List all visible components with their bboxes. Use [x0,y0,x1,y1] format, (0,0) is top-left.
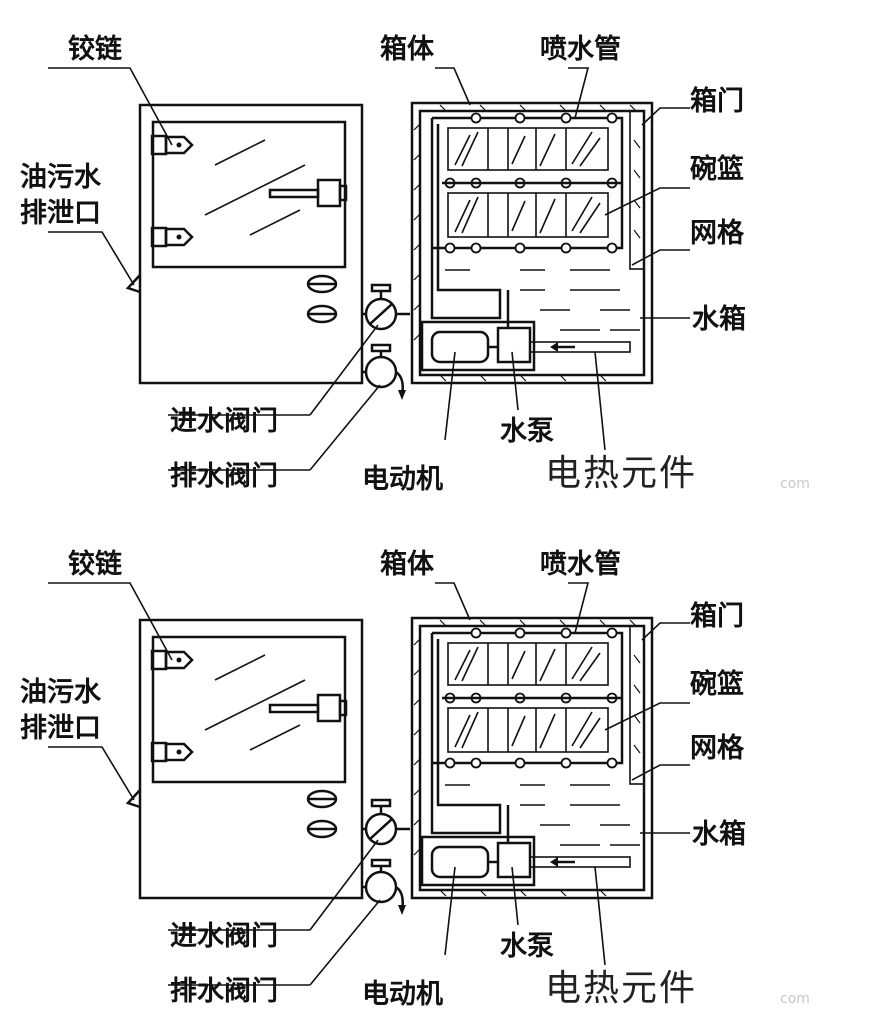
label-cabinet-door: 箱门 [690,600,744,632]
label-outlet-valve: 排水阀门 [170,976,278,1007]
hinge-icon [150,226,194,248]
front-cabinet-outline [138,618,364,900]
label-hinge: 铰链 [68,548,122,580]
cabinet-cross-section [410,101,654,385]
label-spray-pipe: 喷水管 [540,549,621,580]
leader-lines [48,582,690,986]
label-inlet-valve: 进水阀门 [170,921,278,952]
glass-reflection [249,724,301,751]
label-cabinet-door: 箱门 [690,85,744,117]
cabinet-cross-section [410,616,654,900]
label-cabinet-body: 箱体 [380,548,435,580]
control-knob-icon [306,789,338,809]
label-drain-outlet-line1: 油污水 [20,162,102,193]
label-bowl-basket: 碗篮 [690,668,744,700]
outlet-valve-icon [362,343,406,400]
hinge-icon [150,741,194,763]
glass-reflection [204,164,306,216]
drain-outlet-icon [125,274,141,294]
glass-reflection [249,209,301,236]
inlet-valve-icon [362,283,410,331]
hinge-icon [150,649,194,671]
control-knob-icon [306,274,338,294]
label-water-tank: 水箱 [692,818,746,850]
leader-lines [48,67,690,471]
drain-outlet-icon [125,789,141,809]
glass-reflection [204,679,306,731]
watermark: com [780,476,810,492]
dishwasher-diagram: 铰链 油污水 排泄口 箱体 喷水管 箱门 碗篮 网格 水箱 进水阀门 排水阀门 … [20,33,810,495]
label-spray-pipe: 喷水管 [540,34,621,65]
door-handle-icon [268,178,348,208]
glass-reflection [214,139,266,166]
door-handle-icon [268,693,348,723]
outlet-valve-icon [362,858,406,915]
label-water-pump: 水泵 [500,931,554,962]
label-drain-outlet-line2: 排泄口 [20,198,101,229]
label-hinge: 铰链 [68,33,122,65]
glass-reflection [214,654,266,681]
label-motor: 电动机 [362,979,443,1010]
label-cabinet-body: 箱体 [380,33,435,65]
watermark: com [780,991,810,1007]
label-grid: 网格 [690,218,745,249]
control-knob-icon [306,304,338,324]
control-knob-icon [306,819,338,839]
hinge-icon [150,134,194,156]
dishwasher-diagram: 铰链 油污水 排泄口 箱体 喷水管 箱门 碗篮 网格 水箱 进水阀门 排水阀门 … [20,548,810,1010]
diagram-panel-top: 铰链 油污水 排泄口 箱体 喷水管 箱门 碗篮 网格 水箱 进水阀门 排水阀门 … [0,0,874,500]
label-grid: 网格 [690,733,745,764]
label-motor: 电动机 [362,464,443,495]
label-water-tank: 水箱 [692,303,746,335]
label-heating-element: 电热元件 [545,968,697,1009]
label-drain-outlet-line2: 排泄口 [20,713,101,744]
label-water-pump: 水泵 [500,416,554,447]
inlet-valve-icon [362,798,410,846]
label-bowl-basket: 碗篮 [690,153,744,185]
label-drain-outlet-line1: 油污水 [20,677,102,708]
front-cabinet-outline [138,103,364,385]
label-outlet-valve: 排水阀门 [170,461,278,492]
label-heating-element: 电热元件 [545,453,697,494]
label-inlet-valve: 进水阀门 [170,406,278,437]
diagram-panel-bottom: 铰链 油污水 排泄口 箱体 喷水管 箱门 碗篮 网格 水箱 进水阀门 排水阀门 … [0,515,874,1015]
